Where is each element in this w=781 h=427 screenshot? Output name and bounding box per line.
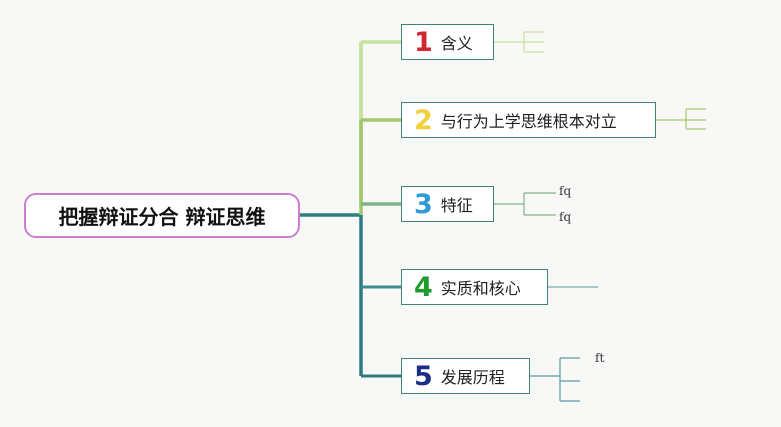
branch-5-label: 发展历程 [440,368,505,387]
branch-2-number: 2 [414,104,433,136]
branch-4-label: 实质和核心 [440,279,521,298]
branch-5-topic[interactable]: 5 发展历程 [401,358,530,394]
branch-5-number: 5 [414,360,433,392]
branch-2-sublines [656,108,706,130]
branch-3-leaf-2[interactable]: fq [559,210,572,224]
branch-1-number: 1 [414,26,433,58]
branch-5-leaf-1[interactable]: ft [595,351,605,365]
branch-2-topic[interactable]: 2 与行为上学思维根本对立 [401,102,656,138]
branch-4-topic[interactable]: 4 实质和核心 [401,269,548,305]
branch-1-topic[interactable]: 1 含义 [401,24,494,60]
branch-3-label: 特征 [440,196,473,215]
branch-1-label: 含义 [440,34,473,53]
branch-3-topic[interactable]: 3 特征 [401,186,494,222]
branch-3-sublines [494,192,556,216]
branch-3-number: 3 [414,188,433,220]
branch-4-number: 4 [414,271,433,303]
branch-3-leaf-1[interactable]: fq [559,184,572,198]
branch-1-sublines [494,31,544,53]
root-topic[interactable]: 把握辩证分合 辩证思维 [24,193,300,238]
branch-2-label: 与行为上学思维根本对立 [440,112,617,131]
branch-5-sublines [530,357,580,402]
root-topic-label: 把握辩证分合 辩证思维 [58,205,266,229]
